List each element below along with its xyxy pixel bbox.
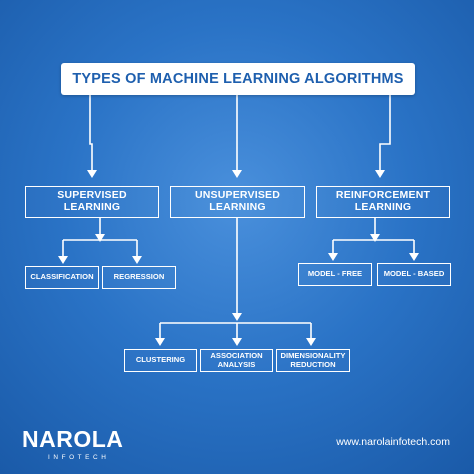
supervised-learning-label: SUPERVISED LEARNING (57, 189, 127, 213)
dimensionality-reduction-box: DIMENSIONALITY REDUCTION (276, 349, 350, 372)
association-analysis-box: ASSOCIATION ANALYSIS (200, 349, 273, 372)
model-free-box: MODEL - FREE (298, 263, 372, 286)
reinforcement-learning-box: REINFORCEMENT LEARNING (316, 186, 450, 218)
model-based-label: MODEL - BASED (383, 269, 445, 279)
diagram-title: TYPES OF MACHINE LEARNING ALGORITHMS (61, 63, 415, 95)
classification-box: CLASSIFICATION (25, 266, 99, 289)
classification-label: CLASSIFICATION (30, 272, 94, 282)
website-url: www.narolainfotech.com (336, 436, 450, 448)
narola-logo: NAROLA INFOTECH (22, 426, 124, 462)
logo-subtext: INFOTECH (48, 454, 110, 461)
model-based-box: MODEL - BASED (377, 263, 451, 286)
unsupervised-learning-label: UNSUPERVISED LEARNING (194, 189, 281, 213)
association-analysis-label: ASSOCIATION ANALYSIS (210, 351, 263, 369)
clustering-label: CLUSTERING (135, 355, 186, 365)
reinforcement-learning-label: REINFORCEMENT LEARNING (335, 189, 431, 213)
supervised-learning-box: SUPERVISED LEARNING (25, 186, 159, 218)
model-free-label: MODEL - FREE (307, 269, 363, 279)
dimensionality-reduction-label: DIMENSIONALITY REDUCTION (280, 351, 346, 369)
regression-label: REGRESSION (113, 272, 165, 282)
clustering-box: CLUSTERING (124, 349, 197, 372)
logo-text: NAROLA (22, 426, 124, 452)
unsupervised-learning-box: UNSUPERVISED LEARNING (170, 186, 305, 218)
regression-box: REGRESSION (102, 266, 176, 289)
